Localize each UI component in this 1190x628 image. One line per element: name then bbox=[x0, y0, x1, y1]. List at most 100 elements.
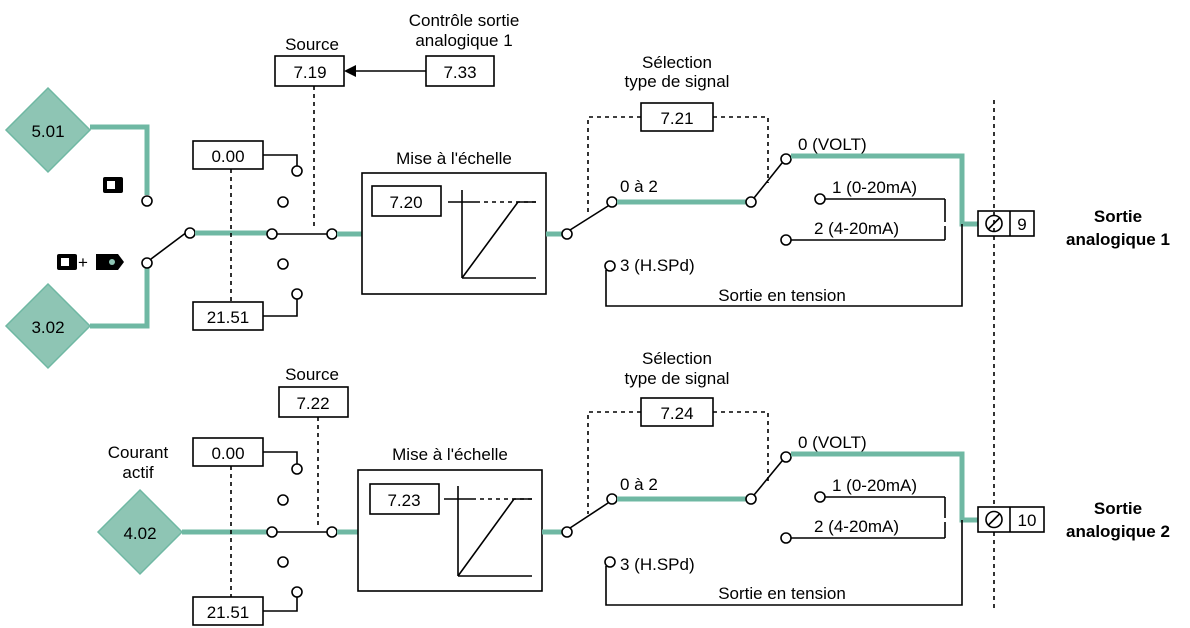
scaling-graph-ramp bbox=[457, 498, 532, 577]
mode-contact-3 bbox=[604, 556, 616, 568]
mode-opt3: 3 (H.SPd) bbox=[620, 555, 695, 574]
preset-top-box bbox=[192, 140, 264, 170]
source-param-box bbox=[274, 55, 345, 87]
control-arrow-head bbox=[344, 65, 356, 77]
preset-bottom: 21.51 bbox=[207, 603, 250, 622]
voltage-out-wire bbox=[605, 520, 963, 606]
signal-select-label-line1: Sélection bbox=[642, 53, 712, 72]
input-diamond-b bbox=[4, 282, 92, 370]
signal-select-label-line1: Sélection bbox=[642, 349, 712, 368]
source-contact-2 bbox=[277, 494, 289, 506]
signal-select-dash-right bbox=[713, 116, 769, 183]
mode-contact-2 bbox=[780, 234, 792, 246]
mode-opt2: 2 (4-20mA) bbox=[814, 219, 899, 238]
input-node-a bbox=[141, 195, 153, 207]
source-param: 7.22 bbox=[296, 394, 329, 413]
scaling-param: 7.20 bbox=[389, 193, 422, 212]
preset-top-wire bbox=[263, 451, 298, 464]
mode-opt0: 0 (VOLT) bbox=[798, 433, 867, 452]
preset-top: 0.00 bbox=[211, 147, 244, 166]
mode-contact-1 bbox=[814, 491, 826, 503]
input-a-label: 4.02 bbox=[123, 524, 156, 543]
range-switch-arm bbox=[569, 205, 609, 231]
terminal-number: 10 bbox=[1018, 511, 1037, 530]
keypad-plus-icon: + bbox=[57, 253, 88, 272]
preset-bottom: 21.51 bbox=[207, 308, 250, 327]
mode-opt2: 2 (4-20mA) bbox=[814, 517, 899, 536]
terminal-number: 9 bbox=[1017, 215, 1026, 234]
range-pivot bbox=[561, 228, 573, 240]
mode-contact-3 bbox=[604, 260, 616, 272]
preset-top-box bbox=[192, 437, 264, 467]
signal-select-dash-right bbox=[713, 411, 769, 481]
mode-opt1: 1 (0-20mA) bbox=[832, 476, 917, 495]
source-param: 7.19 bbox=[293, 63, 326, 82]
signal-select-param: 7.24 bbox=[660, 404, 693, 423]
output-label-line2: analogique 2 bbox=[1066, 522, 1170, 541]
mode-switch-arm bbox=[753, 460, 783, 496]
input-node-b bbox=[141, 257, 153, 269]
source-contact-2 bbox=[277, 196, 289, 208]
range-label: 0 à 2 bbox=[620, 475, 658, 494]
terminal-screw-icon bbox=[985, 510, 1003, 529]
control-label-line2: analogique 1 bbox=[415, 31, 512, 50]
input-b-label: 3.02 bbox=[31, 318, 64, 337]
mode-contact-0 bbox=[780, 451, 792, 463]
voltage-out-label: Sortie en tension bbox=[718, 286, 846, 305]
control-param: 7.33 bbox=[443, 63, 476, 82]
input-b-wire bbox=[90, 268, 150, 329]
output-label-line1: Sortie bbox=[1094, 499, 1142, 518]
range-contact bbox=[606, 493, 618, 505]
signal-select-param: 7.21 bbox=[660, 109, 693, 128]
active-current-line1: Courant bbox=[108, 443, 169, 462]
preset-bottom-wire bbox=[263, 299, 298, 317]
mode-opt3: 3 (H.SPd) bbox=[620, 256, 695, 275]
mode0-green-wire bbox=[791, 153, 978, 227]
input-switch-pivot bbox=[184, 227, 196, 239]
scaling-param: 7.23 bbox=[387, 491, 420, 510]
signal-select-dash-left bbox=[587, 411, 641, 514]
mode-contact-0 bbox=[780, 153, 792, 165]
digital-input-icon bbox=[103, 177, 123, 193]
source-contact-4 bbox=[277, 258, 289, 270]
mode-switch-arm bbox=[753, 162, 783, 199]
output-label-line2: analogique 1 bbox=[1066, 230, 1170, 249]
active-current-line2: actif bbox=[122, 463, 153, 482]
signal-select-label-line2: type de signal bbox=[625, 72, 730, 91]
range-pivot bbox=[561, 526, 573, 538]
output-label-line1: Sortie bbox=[1094, 207, 1142, 226]
source-param-box bbox=[278, 386, 349, 418]
output1-section: Contrôle sortie analogique 1 7.33 Source… bbox=[4, 11, 1170, 370]
source-contact-1 bbox=[291, 463, 303, 475]
range-label: 0 à 2 bbox=[620, 177, 658, 196]
voltage-out-label: Sortie en tension bbox=[718, 584, 846, 603]
output2-section: Source 7.22 Courant actif 4.02 0.00 21.5… bbox=[96, 349, 1170, 626]
control-label-line1: Contrôle sortie bbox=[409, 11, 520, 30]
scaling-label: Mise à l'échelle bbox=[392, 445, 508, 464]
source-contact-5 bbox=[291, 288, 303, 300]
scaling-param-box bbox=[369, 483, 440, 515]
scaling-label: Mise à l'échelle bbox=[396, 149, 512, 168]
preset-bottom-box bbox=[192, 301, 264, 331]
mode-contact-2 bbox=[780, 532, 792, 544]
scaling-graph-ramp bbox=[461, 201, 536, 279]
input-a-wire bbox=[90, 124, 150, 195]
scaling-param-box bbox=[371, 185, 442, 217]
signal-select-label-line2: type de signal bbox=[625, 369, 730, 388]
input-switch-arm bbox=[150, 231, 188, 260]
input-a-label: 5.01 bbox=[31, 122, 64, 141]
preset-top: 0.00 bbox=[211, 444, 244, 463]
mode0-green-wire bbox=[791, 451, 978, 523]
source-switch-pivot bbox=[326, 228, 338, 240]
mode-pivot bbox=[745, 493, 757, 505]
range-contact bbox=[606, 196, 618, 208]
mode-opt0: 0 (VOLT) bbox=[798, 135, 867, 154]
svg-text:+: + bbox=[78, 253, 88, 272]
range-switch-arm bbox=[569, 502, 609, 529]
signal-select-param-box bbox=[640, 102, 714, 132]
input-diamond-a bbox=[4, 86, 92, 174]
source-label: Source bbox=[285, 35, 339, 54]
source-contact-3 bbox=[266, 526, 278, 538]
